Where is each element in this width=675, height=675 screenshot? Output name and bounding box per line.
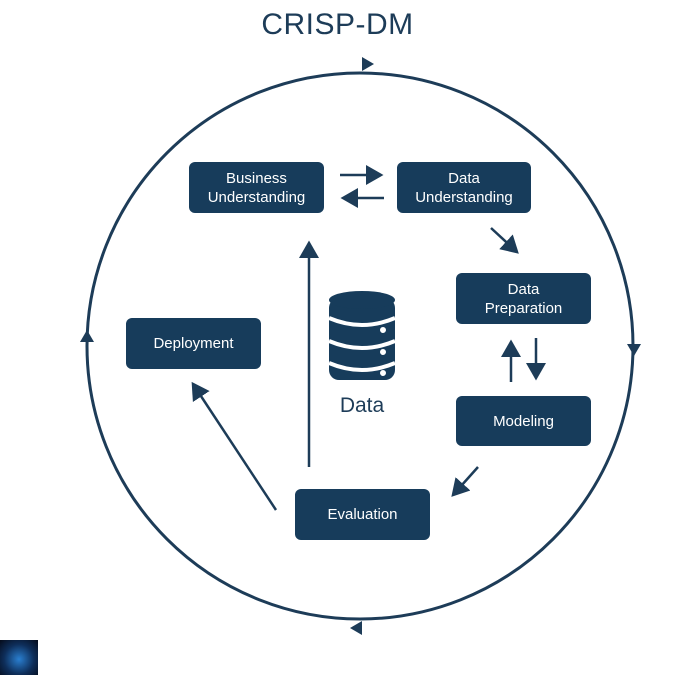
- database-icon: [328, 291, 396, 380]
- phase-evaluation: Evaluation: [295, 489, 430, 540]
- phase-business-understanding: Business Understanding: [189, 162, 324, 213]
- phase-data-preparation: Data Preparation: [456, 273, 591, 324]
- phase-modeling: Modeling: [456, 396, 591, 446]
- data-label: Data: [339, 394, 385, 417]
- cycle-arrow-right: [627, 344, 641, 356]
- diagram-title: CRISP-DM: [261, 8, 414, 41]
- phase-deployment: Deployment: [126, 318, 261, 369]
- arrow-modeling-to-evaluation: [451, 466, 479, 497]
- phase-data-understanding: Data Understanding: [397, 162, 531, 213]
- logo-icon: [0, 640, 38, 675]
- cycle-arrow-left: [80, 330, 94, 342]
- arrow-evaluation-to-deployment: [191, 381, 278, 511]
- cycle-arrow-bottom: [350, 621, 362, 635]
- arrow-data-understanding-to-preparation: [490, 227, 519, 254]
- cycle-arrow-top: [362, 57, 374, 71]
